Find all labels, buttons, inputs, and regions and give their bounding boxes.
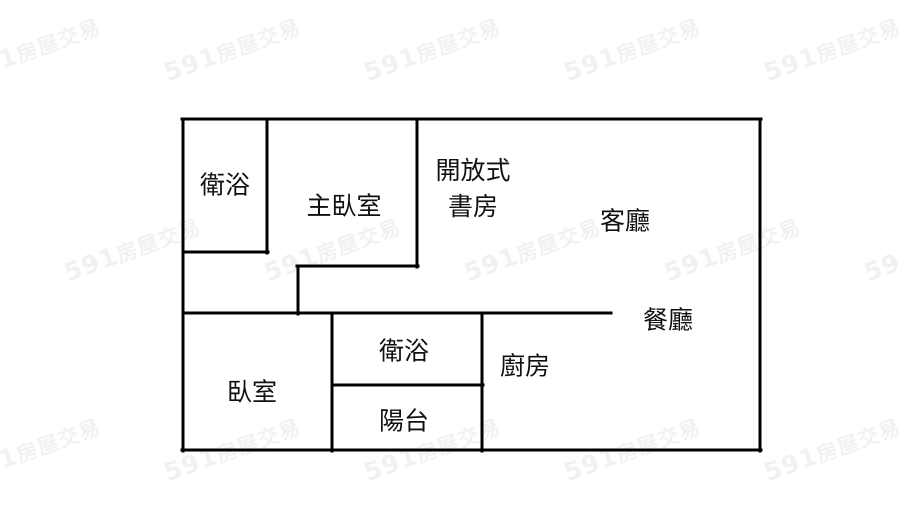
room-label-line: 客廳	[599, 206, 651, 236]
room-label-line: 廚房	[499, 351, 551, 381]
room-label-bathroom-upper: 衛浴	[200, 173, 250, 198]
room-label-line: 衛浴	[199, 170, 251, 200]
room-label-line: 衛浴	[378, 336, 430, 366]
room-label-bathroom-lower: 衛浴	[379, 339, 429, 364]
room-label-living-room: 客廳	[600, 209, 650, 234]
room-label-open-study: 開放式書房	[435, 153, 510, 226]
room-label-line: 開放式	[435, 155, 511, 185]
room-label-dining-room: 餐廳	[643, 308, 693, 333]
walls-group	[180, 117, 763, 453]
room-label-line: 餐廳	[642, 305, 694, 335]
room-label-master-bedroom: 主臥室	[306, 194, 381, 219]
room-label-bedroom: 臥室	[227, 380, 277, 405]
room-label-kitchen: 廚房	[500, 354, 550, 379]
room-label-line: 陽台	[378, 406, 430, 436]
room-label-balcony: 陽台	[379, 409, 429, 434]
room-label-line: 書房	[447, 192, 499, 221]
room-label-line: 主臥室	[306, 191, 382, 221]
room-label-line: 臥室	[226, 377, 278, 407]
